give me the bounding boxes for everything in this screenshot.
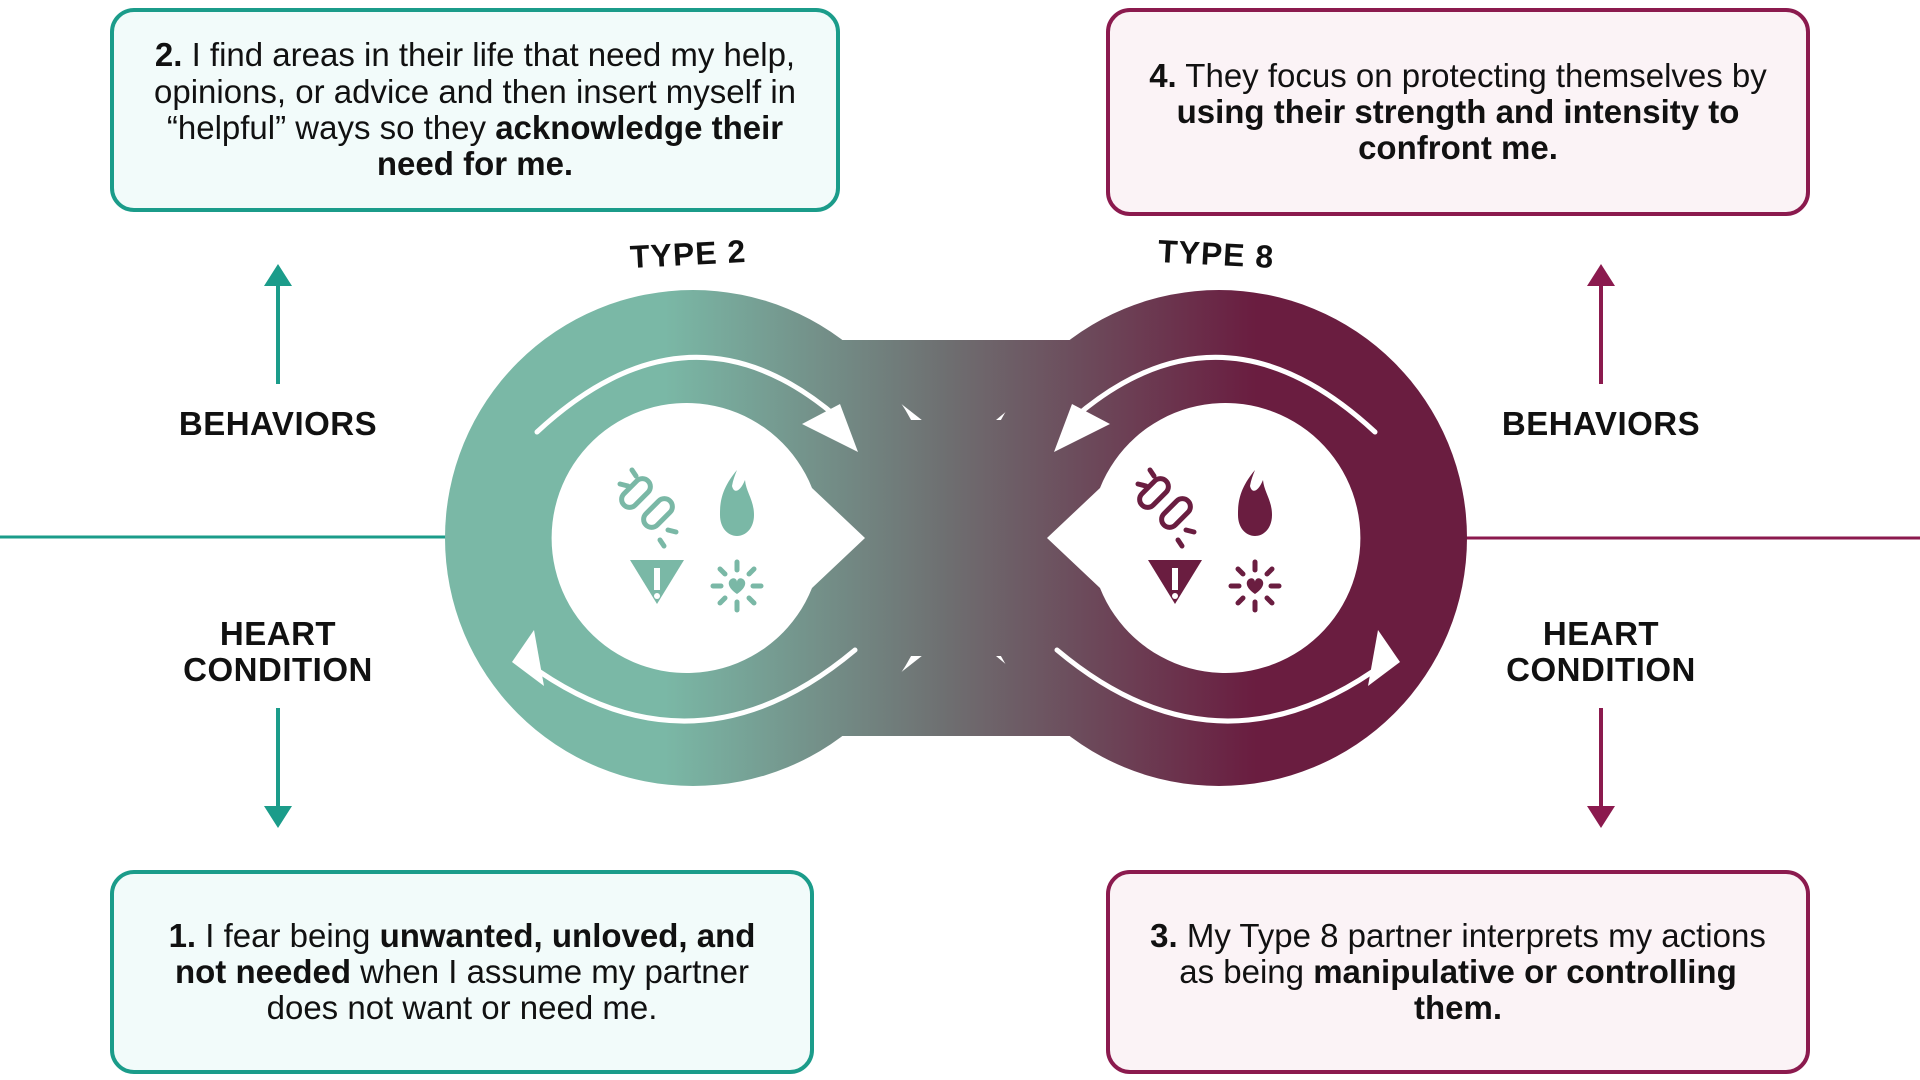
right-top-flow-arrow bbox=[1071, 354, 1378, 435]
flame-icon-right bbox=[1238, 470, 1272, 536]
box-step-3: 3. My Type 8 partner interprets my actio… bbox=[1106, 870, 1810, 1074]
right-top-arrowhead bbox=[1054, 404, 1110, 452]
left-up-arrow bbox=[264, 264, 292, 384]
box-step-3-body: My Type 8 partner interprets my actions … bbox=[1177, 916, 1766, 990]
box-step-4-body: They focus on protecting themselves by bbox=[1176, 56, 1767, 94]
box-step-3-bold: manipulative or controlling them. bbox=[1313, 952, 1737, 1027]
box-step-2-body: I find areas in their life that need my … bbox=[153, 36, 797, 146]
broken-chain-icon-right bbox=[1135, 467, 1197, 549]
box-step-1-body-a: I fear being bbox=[196, 916, 380, 954]
left-top-arrowhead bbox=[802, 404, 858, 452]
left-behaviors-label: BEHAVIORS bbox=[178, 405, 378, 442]
left-bottom-flow-arrow bbox=[537, 647, 858, 724]
box-step-4: 4. They focus on protecting themselves b… bbox=[1106, 8, 1810, 216]
broken-chain-icon bbox=[617, 467, 679, 549]
box-step-2-text: 2. I find areas in their life that need … bbox=[140, 37, 810, 182]
left-heart-line-2: CONDITION bbox=[183, 651, 373, 689]
box-step-1: 1. I fear being unwanted, unloved, and n… bbox=[110, 870, 814, 1074]
right-behaviors-label: BEHAVIORS bbox=[1501, 405, 1701, 442]
right-hole bbox=[1047, 403, 1361, 673]
box-step-3-number: 3. bbox=[1150, 916, 1178, 954]
heart-icon bbox=[728, 578, 746, 594]
heart-burst-icon bbox=[710, 559, 764, 613]
right-heart-line-1: HEART bbox=[1542, 615, 1660, 652]
heart-burst-icon-right bbox=[1228, 559, 1282, 613]
type-8-label: TYPE 8 bbox=[1157, 232, 1276, 276]
type-2-label: TYPE 2 bbox=[629, 232, 748, 276]
box-step-4-bold: using their strength and intensity to co… bbox=[1176, 92, 1740, 167]
box-step-1-bold: unwanted, unloved, and not needed bbox=[174, 916, 756, 990]
box-step-4-text: 4. They focus on protecting themselves b… bbox=[1136, 56, 1780, 167]
box-step-2-bold: acknowledge their need for me. bbox=[376, 109, 784, 183]
left-top-flow-arrow bbox=[534, 354, 841, 435]
box-step-2-number: 2. bbox=[154, 36, 183, 74]
box-step-1-text: 1. I fear being unwanted, unloved, and n… bbox=[140, 916, 784, 1027]
box-step-2: 2. I find areas in their life that need … bbox=[110, 8, 840, 212]
heart-icon-right bbox=[1246, 578, 1264, 594]
right-up-arrow bbox=[1587, 264, 1615, 384]
right-bottom-flow-arrow bbox=[1054, 647, 1375, 724]
right-heart-condition-label: HEART CONDITION bbox=[1481, 615, 1721, 689]
right-bottom-arrowhead bbox=[1368, 630, 1400, 686]
left-heart-condition-label: HEART CONDITION bbox=[158, 615, 398, 689]
right-heart-line-2: CONDITION bbox=[1506, 651, 1696, 689]
box-step-1-body-b: when I assume my partner does not want o… bbox=[266, 952, 749, 1027]
flame-icon bbox=[720, 470, 754, 536]
box-step-3-text: 3. My Type 8 partner interprets my actio… bbox=[1136, 916, 1780, 1027]
box-step-1-number: 1. bbox=[168, 916, 197, 954]
left-heart-line-1: HEART bbox=[219, 615, 337, 652]
left-down-arrow bbox=[264, 708, 292, 828]
left-bottom-arrowhead bbox=[512, 630, 544, 686]
box-step-4-number: 4. bbox=[1149, 56, 1177, 94]
right-down-arrow bbox=[1587, 708, 1615, 828]
